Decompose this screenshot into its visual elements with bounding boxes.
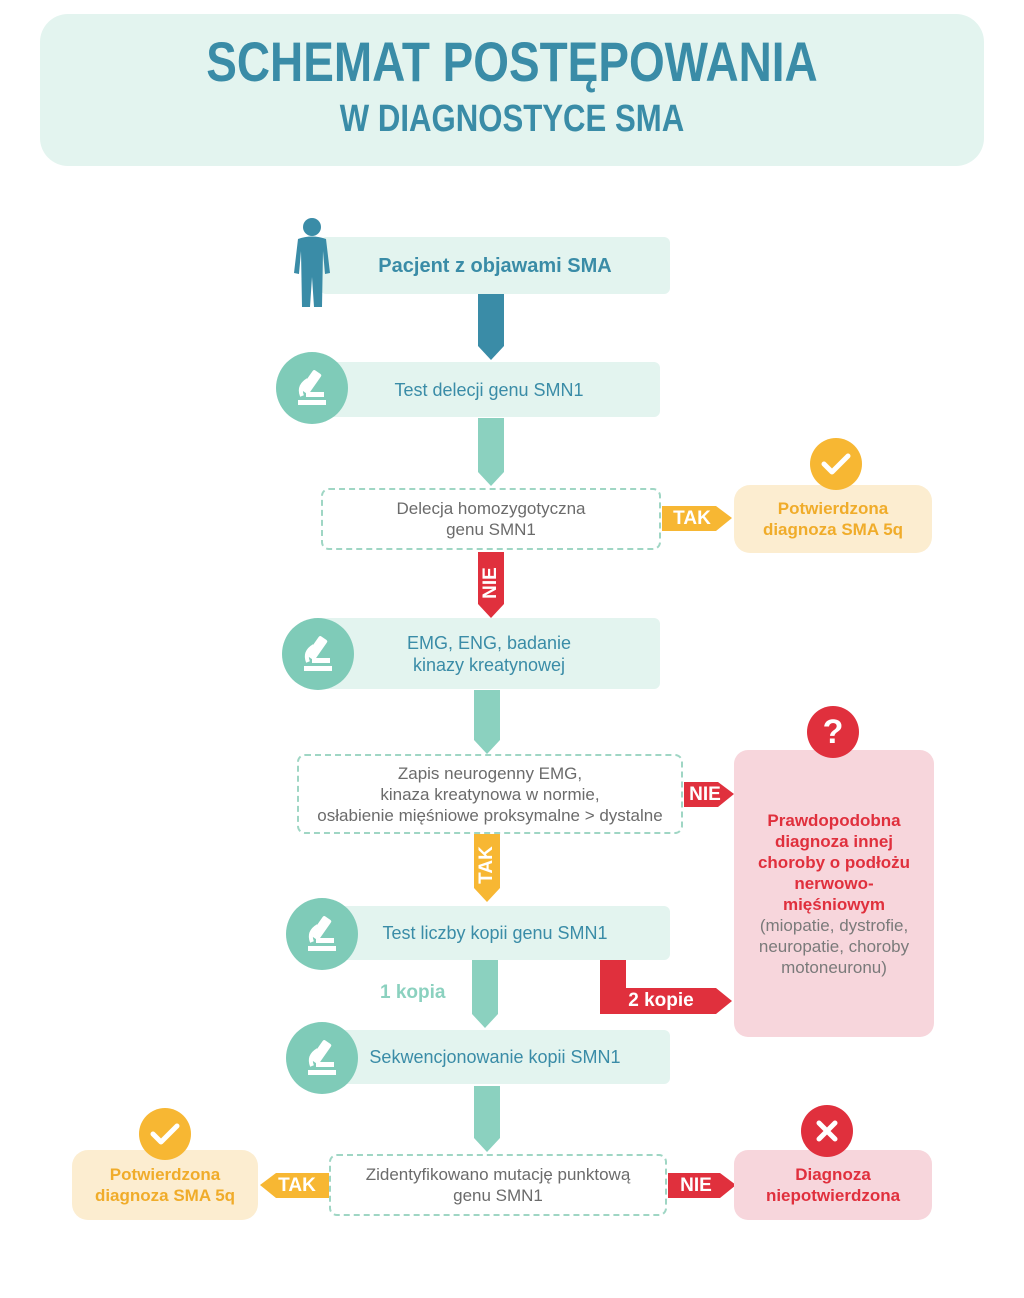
confirmed-diagnosis-top: Potwierdzona diagnoza SMA 5q [734,485,932,553]
decision-point-mutation-text: Zidentyfikowano mutację punktową genu SM… [365,1165,631,1205]
page-title: SCHEMAT POSTĘPOWANIA [206,30,818,93]
microscope-icon [282,618,354,690]
decision-neurogenic: Zapis neurogenny EMG, kinaza kreatynowa … [297,754,683,834]
arrow-two-copies [600,960,732,1014]
label-nie-1: NIE [480,567,501,599]
arrow-sequencing-to-decision [474,1086,500,1152]
patient-box: Pacjent z objawami SMA [320,237,670,294]
page-subtitle: W DIAGNOSTYCE SMA [339,98,685,140]
header-banner [40,14,984,166]
arrow-nie-3 [668,1173,736,1198]
label-tak-2: TAK [476,846,497,884]
arrow-nie-1 [478,552,504,618]
arrow-emg-to-decision [474,690,500,754]
arrow-patient-to-deletion [478,294,504,360]
microscope-icon [276,352,348,424]
not-confirmed-box: Diagnoza niepotwierdzona [734,1150,932,1220]
copy-test-label: Test liczby kopii genu SMN1 [382,923,608,943]
label-tak-3: TAK [278,1174,316,1196]
not-confirmed-text: Diagnoza niepotwierdzona [765,1165,901,1205]
x-icon [801,1105,853,1157]
label-nie-3: NIE [680,1174,712,1196]
deletion-test-label: Test delecji genu SMN1 [394,379,584,400]
arrow-tak-1 [662,506,732,531]
arrow-tak-3 [260,1173,330,1198]
label-nie-2: NIE [689,783,721,805]
check-icon [810,438,862,490]
microscope-icon [286,898,358,970]
arrow-nie-2 [684,782,734,807]
arrow-deletion-to-decision [478,418,504,486]
emg-label: EMG, ENG, badanie kinazy kreatynowej [406,632,572,675]
microscope-icon [286,1022,358,1094]
sequencing-label: Sekwencjonowanie kopii SMN1 [369,1047,621,1067]
decision-homozygous: Delecja homozygotyczna genu SMN1 [321,488,661,550]
decision-homozygous-text: Delecja homozygotyczna genu SMN1 [396,499,586,539]
check-icon [139,1108,191,1160]
confirmed-diagnosis-bottom: Potwierdzona diagnoza SMA 5q [72,1150,258,1220]
decision-point-mutation: Zidentyfikowano mutację punktową genu SM… [329,1154,667,1216]
deletion-test-box: Test delecji genu SMN1 [318,362,660,417]
sequencing-box: Sekwencjonowanie kopii SMN1 [320,1030,670,1084]
patient-label: Pacjent z objawami SMA [378,254,612,277]
other-disease-title: Prawdopodobna diagnoza innej choroby o p… [757,810,911,914]
decision-neurogenic-text: Zapis neurogenny EMG, kinaza kreatynowa … [317,763,663,825]
emg-box: EMG, ENG, badanie kinazy kreatynowej [318,618,660,689]
label-one-copy: 1 kopia [380,982,446,1003]
copy-test-box: Test liczby kopii genu SMN1 [320,906,670,960]
confirmed-top-text: Potwierdzona diagnoza SMA 5q [762,499,904,539]
label-tak-1: TAK [673,507,711,529]
other-disease-detail: (miopatie, dystrofie, neuropatie, chorob… [758,915,910,977]
question-icon: ? [807,706,859,758]
label-two-copies: 2 kopie [628,990,694,1011]
person-silhouette-icon [294,218,330,307]
confirmed-bottom-text: Potwierdzona diagnoza SMA 5q [94,1165,236,1205]
other-disease-box: Prawdopodobna diagnoza innej choroby o p… [734,750,934,1037]
arrow-tak-2 [474,834,500,902]
arrow-one-copy [472,960,498,1028]
